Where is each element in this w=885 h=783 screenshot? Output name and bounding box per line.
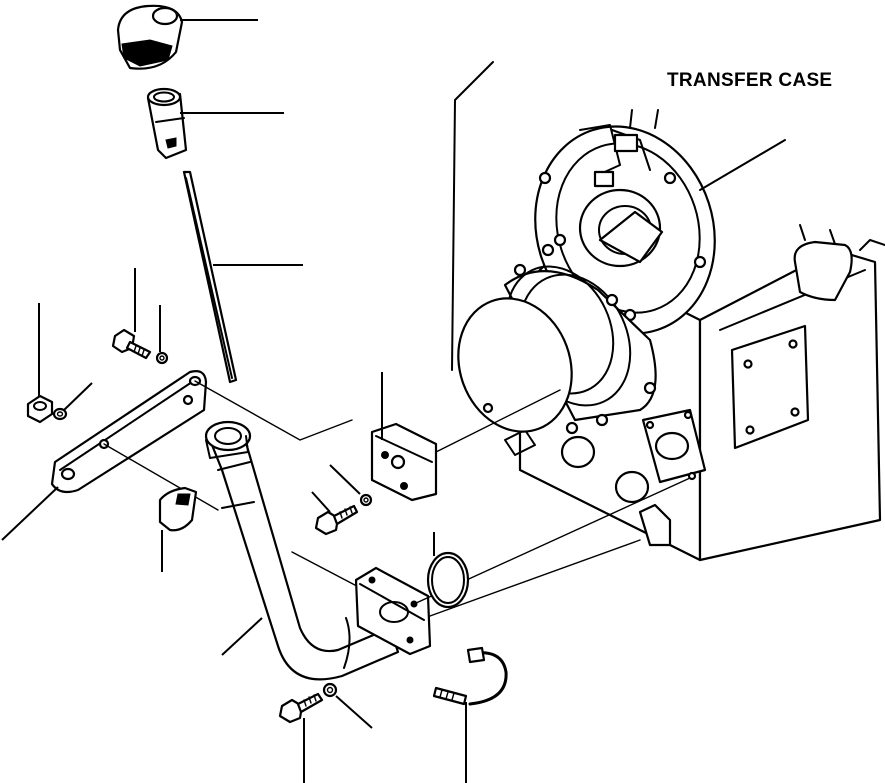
leader-line-tube: [221, 617, 263, 656]
dipstick-rod-icon: [182, 170, 238, 384]
washer-icon: [322, 682, 338, 698]
bolt-icon: [314, 504, 359, 536]
flange-gasket-icon: [354, 566, 432, 656]
transfer-case-housing-icon: [451, 61, 885, 562]
washer-icon: [52, 407, 68, 421]
washer-icon: [155, 351, 169, 365]
alignment-line-small-bracket: [435, 389, 561, 453]
leader-line-washer-lower: [335, 695, 373, 729]
u-bolt-icon: [432, 646, 508, 706]
dipstick-grip-icon: [146, 87, 188, 160]
leader-line-bracket: [1, 486, 59, 541]
bolt-icon: [111, 328, 152, 360]
leader-line-washer-mid: [329, 464, 361, 495]
bracket-plate-icon: [370, 422, 438, 502]
filler-tube-icon: [204, 420, 400, 681]
bracket-plate-icon: [50, 370, 208, 494]
alignment-line-upper: [194, 380, 353, 441]
alignment-line-flange: [429, 539, 641, 617]
leader-line-bolt-mid: [311, 491, 331, 513]
nut-icon: [26, 394, 54, 424]
clip-icon: [158, 486, 198, 532]
bolt-icon: [278, 692, 324, 724]
diagram-title: TRANSFER CASE: [667, 70, 833, 91]
washer-icon: [359, 493, 373, 507]
o-ring-icon: [426, 551, 470, 609]
alignment-line-bracket: [103, 443, 219, 511]
leader-line-washer-left: [63, 382, 93, 411]
dipstick-cap-icon: [116, 4, 184, 70]
